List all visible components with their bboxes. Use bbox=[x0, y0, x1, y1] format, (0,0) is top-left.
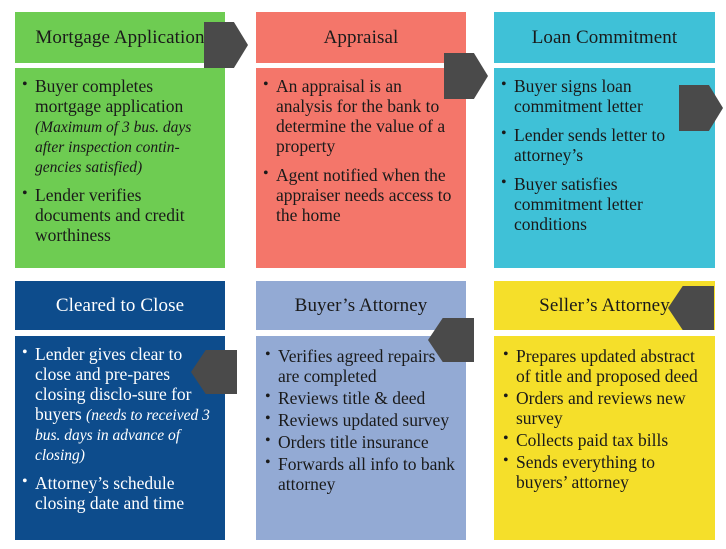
flow-cell-mortgage-application[interactable]: Mortgage Application Buyer completes mor… bbox=[15, 12, 225, 268]
bullet-text: Orders and reviews new survey bbox=[516, 387, 686, 428]
bullet-emphasis: (Maximum of 3 bus. days after inspection… bbox=[35, 118, 192, 176]
bullet-list: Prepares updated abstract of title and p… bbox=[502, 346, 709, 493]
bullet-text: Verifies agreed repairs are completed bbox=[278, 346, 436, 386]
list-item: Lender verifies documents and credit wor… bbox=[21, 184, 217, 246]
bullet-text: Reviews title & deed bbox=[278, 387, 426, 408]
bullet-text: Lender gives clear to close and pre-pare… bbox=[35, 344, 192, 424]
flow-cell-cleared-to-close[interactable]: Cleared to Close Lender gives clear to c… bbox=[15, 281, 225, 540]
cell-body-buyers-attorney: Verifies agreed repairs are completed Re… bbox=[256, 336, 466, 540]
cell-header-label: Cleared to Close bbox=[55, 294, 185, 316]
list-item: Forwards all info to bank attorney bbox=[264, 453, 460, 495]
list-item: Buyer satisfies commitment letter condit… bbox=[500, 173, 707, 235]
flow-cell-appraisal[interactable]: Appraisal An appraisal is an analysis fo… bbox=[256, 12, 466, 268]
cell-body-cleared-to-close: Lender gives clear to close and pre-pare… bbox=[15, 336, 225, 540]
list-item: An appraisal is an analysis for the bank… bbox=[262, 76, 458, 157]
cell-header-label: Buyer’s Attorney bbox=[294, 294, 428, 316]
bullet-text: An appraisal is an analysis for the bank… bbox=[276, 76, 446, 156]
bullet-text: Reviews updated survey bbox=[278, 409, 450, 430]
list-item: Agent notified when the appraiser needs … bbox=[262, 164, 458, 226]
list-item: Buyer signs loan commitment letter bbox=[500, 76, 707, 117]
list-item: Sends everything to buyers’ attorney bbox=[502, 451, 709, 493]
cell-body-appraisal: An appraisal is an analysis for the bank… bbox=[256, 68, 466, 268]
bullet-text: Prepares updated abstract of title and p… bbox=[516, 346, 698, 386]
cell-body-mortgage-application: Buyer completes mortgage application (Ma… bbox=[15, 68, 225, 268]
cell-header-appraisal: Appraisal bbox=[256, 12, 466, 63]
bullet-text: Lender sends letter to attorney’s bbox=[514, 124, 666, 165]
bullet-text: Buyer signs loan commitment letter bbox=[514, 76, 643, 116]
list-item: Collects paid tax bills bbox=[502, 429, 709, 451]
bullet-list: An appraisal is an analysis for the bank… bbox=[262, 76, 458, 226]
list-item: Reviews title & deed bbox=[264, 387, 460, 409]
bullet-list: Verifies agreed repairs are completed Re… bbox=[264, 346, 460, 495]
list-item: Reviews updated survey bbox=[264, 409, 460, 431]
flow-cell-loan-commitment[interactable]: Loan Commitment Buyer signs loan commitm… bbox=[494, 12, 715, 268]
arrow-right-icon-loan-commitment-to-cleared bbox=[679, 85, 723, 131]
bullet-text: Buyer completes mortgage application bbox=[35, 76, 184, 116]
bullet-text: Lender verifies documents and credit wor… bbox=[35, 184, 185, 245]
bullet-text: Collects paid tax bills bbox=[516, 429, 669, 450]
list-item: Attorney’s schedule closing date and tim… bbox=[21, 472, 217, 514]
list-item: Lender sends letter to attorney’s bbox=[500, 124, 707, 166]
list-item: Buyer completes mortgage application (Ma… bbox=[21, 76, 217, 177]
bullet-text: Attorney’s schedule closing date and tim… bbox=[35, 472, 185, 513]
cell-header-label: Mortgage Application bbox=[35, 26, 205, 48]
bullet-text: Agent notified when the appraiser needs … bbox=[276, 164, 452, 225]
bullet-emphasis: (needs to received 3 bus. days in advanc… bbox=[35, 406, 210, 464]
cell-header-mortgage-application: Mortgage Application bbox=[15, 12, 225, 63]
bullet-list: Buyer signs loan commitment letter Lende… bbox=[500, 76, 707, 235]
arrow-right-icon-mortgage-to-appraisal bbox=[204, 22, 248, 68]
bullet-text: Buyer satisfies commitment letter condit… bbox=[514, 173, 643, 234]
list-item: Orders and reviews new survey bbox=[502, 387, 709, 429]
cell-header-label: Appraisal bbox=[323, 26, 399, 48]
cell-header-label: Seller’s Attorney bbox=[539, 294, 670, 316]
cell-body-sellers-attorney: Prepares updated abstract of title and p… bbox=[494, 336, 715, 540]
cell-body-loan-commitment: Buyer signs loan commitment letter Lende… bbox=[494, 68, 715, 268]
cell-header-loan-commitment: Loan Commitment bbox=[494, 12, 715, 63]
bullet-list: Lender gives clear to close and pre-pare… bbox=[21, 344, 217, 514]
cell-header-label: Loan Commitment bbox=[531, 26, 678, 48]
list-item: Orders title insurance bbox=[264, 431, 460, 453]
bullet-text: Forwards all info to bank attorney bbox=[278, 453, 455, 494]
cell-header-cleared-to-close: Cleared to Close bbox=[15, 281, 225, 330]
bullet-list: Buyer completes mortgage application (Ma… bbox=[21, 76, 217, 246]
arrow-right-icon-appraisal-to-loan-commitment bbox=[444, 53, 488, 99]
list-item: Verifies agreed repairs are completed bbox=[264, 346, 460, 387]
flow-cell-buyers-attorney[interactable]: Buyer’s Attorney Verifies agreed repairs… bbox=[256, 281, 466, 540]
bullet-text: Sends everything to buyers’ attorney bbox=[516, 451, 656, 492]
list-item: Prepares updated abstract of title and p… bbox=[502, 346, 709, 387]
list-item: Lender gives clear to close and pre-pare… bbox=[21, 344, 217, 465]
bullet-text: Orders title insurance bbox=[278, 431, 429, 452]
cell-header-buyers-attorney: Buyer’s Attorney bbox=[256, 281, 466, 330]
